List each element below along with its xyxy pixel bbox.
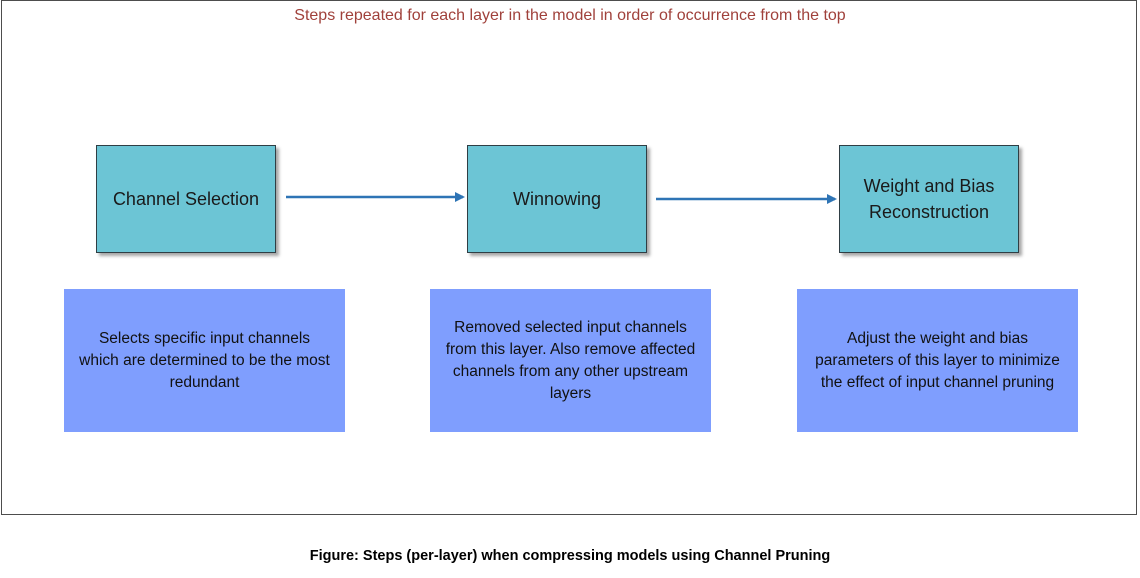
description-box-channel-selection: Selects specific input channels which ar…	[64, 289, 345, 432]
description-box-winnowing: Removed selected input channels from thi…	[430, 289, 711, 432]
diagram-header: Steps repeated for each layer in the mod…	[294, 7, 846, 24]
step-description: Adjust the weight and bias parameters of…	[815, 329, 1060, 391]
figure-caption: Figure: Steps (per-layer) when compressi…	[309, 548, 831, 564]
description-box-weight-bias-reconstruction: Adjust the weight and bias parameters of…	[797, 289, 1078, 432]
step-description: Removed selected input channels from thi…	[445, 318, 696, 402]
step-box-weight-bias-reconstruction: Weight and Bias Reconstruction	[839, 145, 1019, 253]
step-label: Channel Selection	[112, 189, 260, 209]
step-box-channel-selection: Channel Selection	[96, 145, 276, 253]
step-description: Selects specific input channels which ar…	[79, 329, 330, 391]
step-label: Weight and Bias Reconstruction	[863, 176, 995, 222]
step-box-winnowing: Winnowing	[467, 145, 647, 253]
step-label: Winnowing	[512, 189, 602, 209]
